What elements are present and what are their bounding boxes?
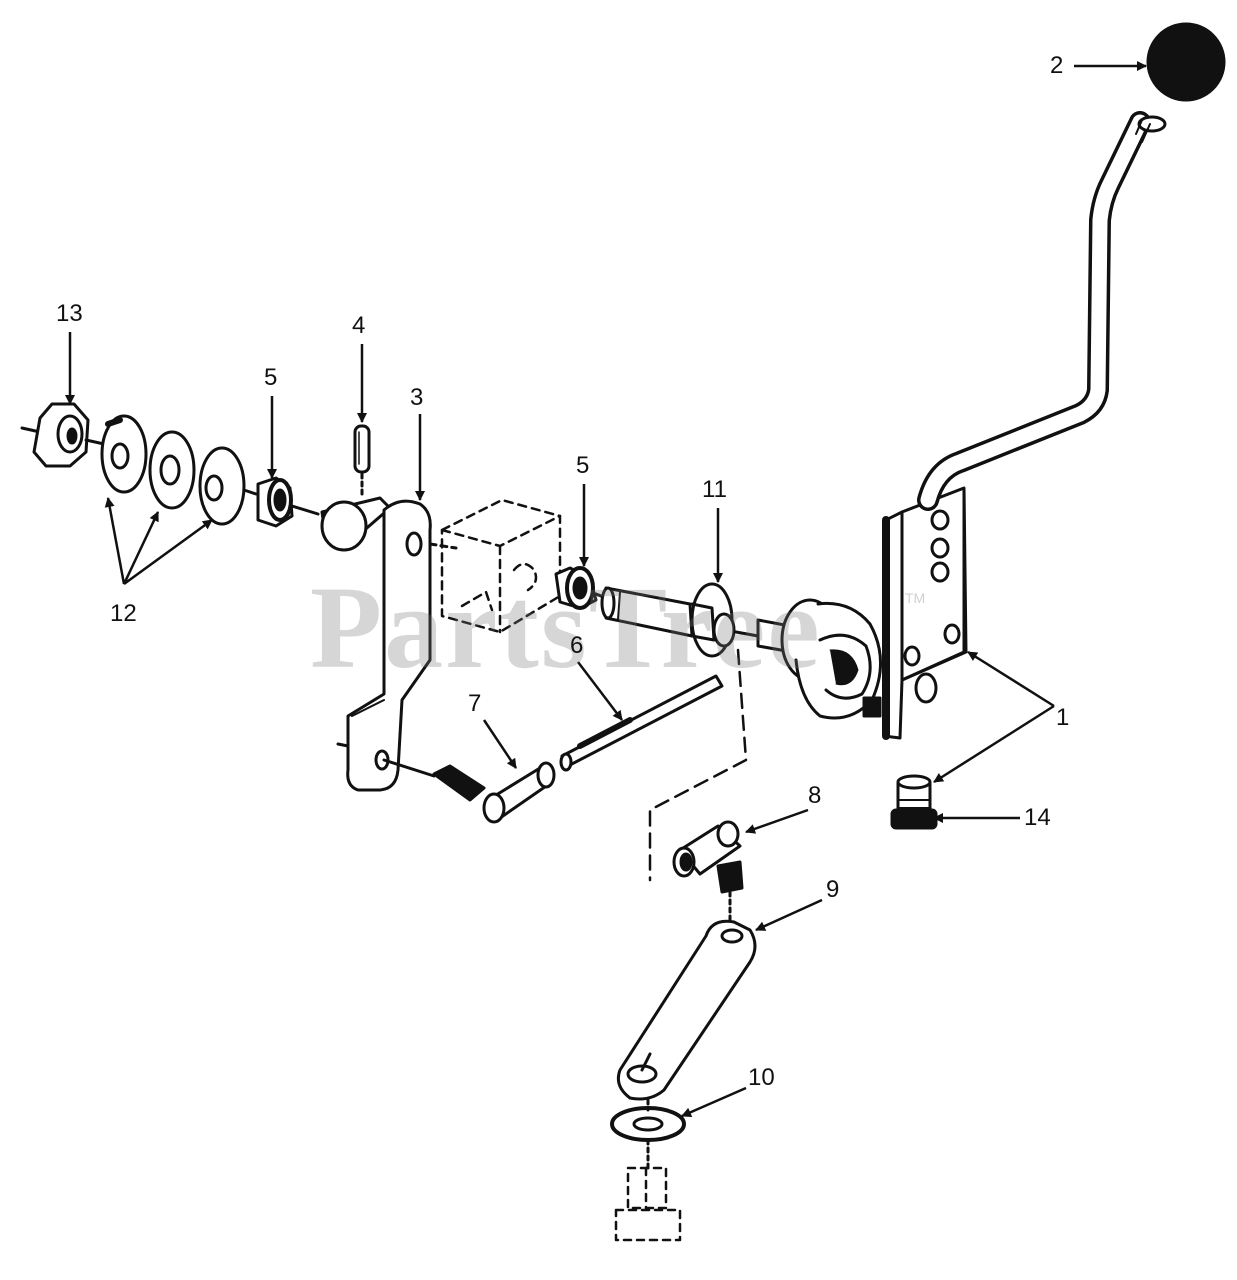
shift-assembly-part-1 [756, 111, 1167, 740]
bushing-part-5-left [256, 476, 320, 528]
hex-nut-part-13 [20, 402, 90, 468]
shaft-part-11 [600, 582, 760, 658]
lever-arm-part-3 [320, 496, 458, 792]
leader-lines [65, 61, 1147, 1118]
callout-4: 4 [352, 312, 366, 339]
watermark: PartsTree [310, 562, 822, 693]
bushing-part-5-right [554, 566, 608, 610]
callout-5-left: 5 [264, 364, 278, 391]
link-arm-part-9 [616, 919, 757, 1101]
callout-7: 7 [468, 690, 482, 717]
roll-pin-part-4 [353, 424, 371, 496]
washers-part-12 [84, 414, 258, 526]
callout-12: 12 [110, 600, 137, 627]
callout-2: 2 [1050, 52, 1064, 79]
callout-1: 1 [1056, 704, 1070, 731]
dashed-linkage-path [648, 648, 748, 882]
clevis-part-7 [382, 758, 556, 824]
dashed-frame-block [440, 498, 562, 634]
callout-9: 9 [826, 876, 840, 903]
watermark-trademark: TM [905, 590, 926, 606]
callout-5-right: 5 [576, 452, 590, 479]
callout-14: 14 [1024, 804, 1051, 831]
callout-6: 6 [570, 632, 584, 659]
callout-11: 11 [702, 476, 727, 503]
callout-3: 3 [410, 384, 424, 411]
callout-8: 8 [808, 782, 822, 809]
callout-13: 13 [56, 300, 83, 327]
knob-part-2 [1146, 22, 1226, 102]
rod-part-6 [559, 674, 724, 772]
ball-joint-part-8 [672, 820, 744, 924]
callout-10: 10 [748, 1064, 775, 1091]
washer-part-10 [610, 1098, 686, 1170]
dashed-bottom-fitting [614, 1166, 682, 1242]
fitting-part-14 [890, 774, 938, 830]
